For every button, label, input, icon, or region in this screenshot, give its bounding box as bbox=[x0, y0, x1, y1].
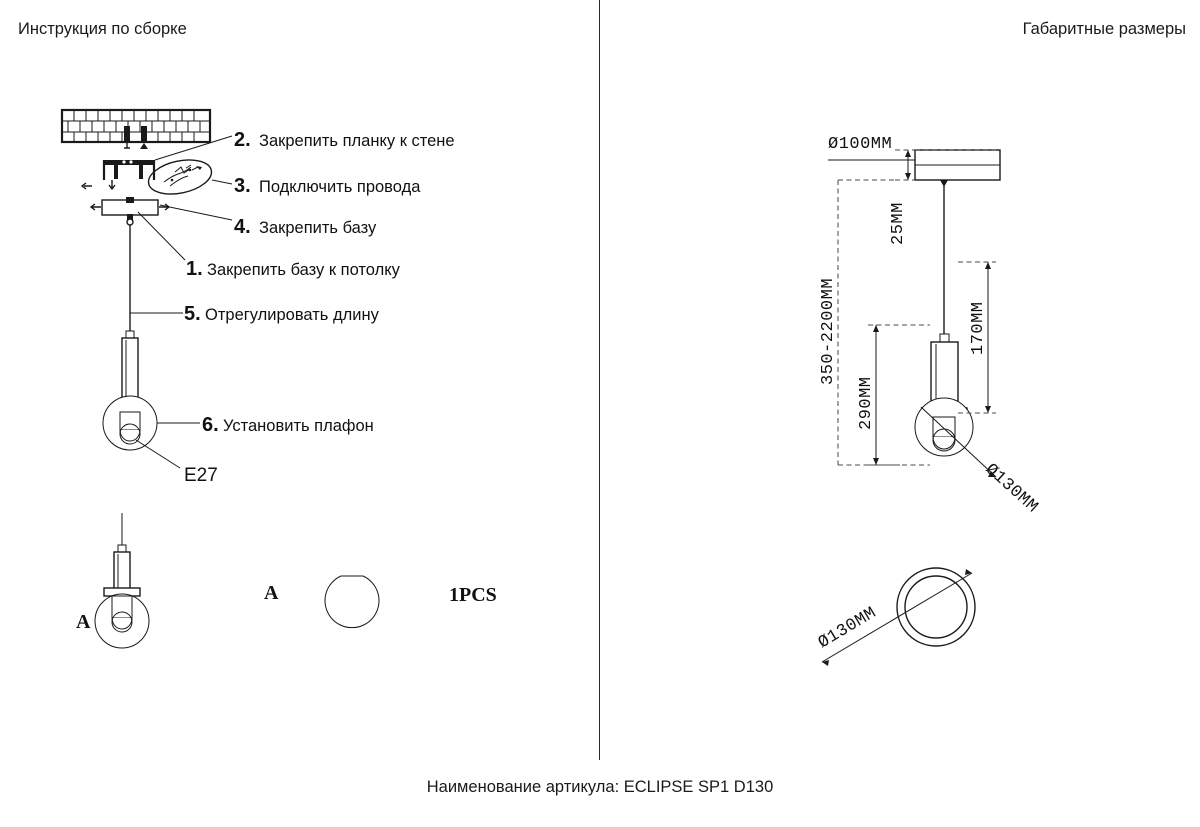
overall-dimensions-title: Габаритные размеры bbox=[1022, 20, 1186, 38]
parts-legend-letter: A bbox=[264, 582, 279, 604]
dim-canopy-diameter-label: Ø100MM bbox=[828, 135, 892, 154]
assembly-instructions-title: Инструкция по сборке bbox=[18, 20, 187, 38]
step-3-number: 3. bbox=[234, 175, 251, 197]
pendant-lamp-assembly bbox=[102, 330, 158, 451]
panel-divider bbox=[599, 0, 600, 760]
step-1: 1. Закрепить базу к потолку bbox=[186, 258, 401, 280]
socket-type-label: E27 bbox=[184, 465, 218, 486]
step-6-number: 6. bbox=[202, 414, 219, 436]
dim-bottom-view-label: Ø130MM bbox=[815, 604, 880, 653]
step-2: 2. Закрепить планку к стене bbox=[234, 129, 455, 151]
article-name-footer: Наименование артикула: ECLIPSE SP1 D130 bbox=[426, 778, 774, 796]
step-5-label: Отрегулировать длину bbox=[205, 306, 380, 324]
ceiling-canopy-graphic bbox=[914, 149, 1001, 187]
part-marker-a: A bbox=[76, 611, 91, 633]
leader-lines bbox=[130, 135, 233, 469]
dim-canopy-height: 25MM bbox=[889, 149, 915, 245]
step-5: 5. Отрегулировать длину bbox=[184, 303, 380, 325]
dim-shade-diameter-label: Ø130MM bbox=[981, 460, 1041, 517]
bottom-view-graphic: Ø130MM bbox=[815, 567, 976, 666]
dim-body-to-bottom-label: 290MM bbox=[857, 376, 876, 430]
brick-wall-graphic bbox=[60, 108, 212, 149]
dimensions-diagram: Ø100MM 25MM 350-2200MM 290MM bbox=[815, 135, 1041, 666]
wire-connection-detail bbox=[147, 159, 213, 195]
dim-total-height-label: 350-2200MM bbox=[819, 278, 838, 385]
dim-canopy-diameter: Ø100MM bbox=[828, 135, 1000, 161]
step-5-number: 5. bbox=[184, 303, 201, 325]
globe-shade-icon bbox=[324, 575, 380, 629]
step-4-label: Закрепить базу bbox=[259, 219, 377, 237]
step-3: 3. Подключить провода bbox=[234, 175, 421, 197]
step-3-label: Подключить провода bbox=[259, 178, 421, 196]
mounting-bracket-graphic bbox=[80, 160, 156, 191]
parts-inventory: A A 1PCS bbox=[76, 513, 497, 649]
step-6-label: Установить плафон bbox=[223, 417, 374, 435]
lamp-body-graphic bbox=[914, 333, 974, 457]
step-2-number: 2. bbox=[234, 129, 251, 151]
base-plate-graphic bbox=[89, 197, 171, 226]
step-6: 6. Установить плафон bbox=[202, 414, 374, 436]
dim-shade-diameter: Ø130MM bbox=[920, 406, 1041, 517]
step-2-label: Закрепить планку к стене bbox=[259, 132, 455, 150]
step-4: 4. Закрепить базу bbox=[234, 216, 377, 238]
step-4-number: 4. bbox=[234, 216, 251, 238]
step-1-label: Закрепить базу к потолку bbox=[207, 261, 401, 279]
dim-body-to-bottom: 290MM bbox=[857, 324, 930, 466]
parts-quantity: 1PCS bbox=[449, 584, 497, 606]
dim-canopy-height-label: 25MM bbox=[889, 202, 908, 245]
assembly-diagram: 2. Закрепить планку к стене 3. Подключит… bbox=[60, 108, 497, 649]
step-1-number: 1. bbox=[186, 258, 203, 280]
dim-body-height: 170MM bbox=[958, 261, 996, 414]
dim-body-height-label: 170MM bbox=[969, 301, 988, 355]
